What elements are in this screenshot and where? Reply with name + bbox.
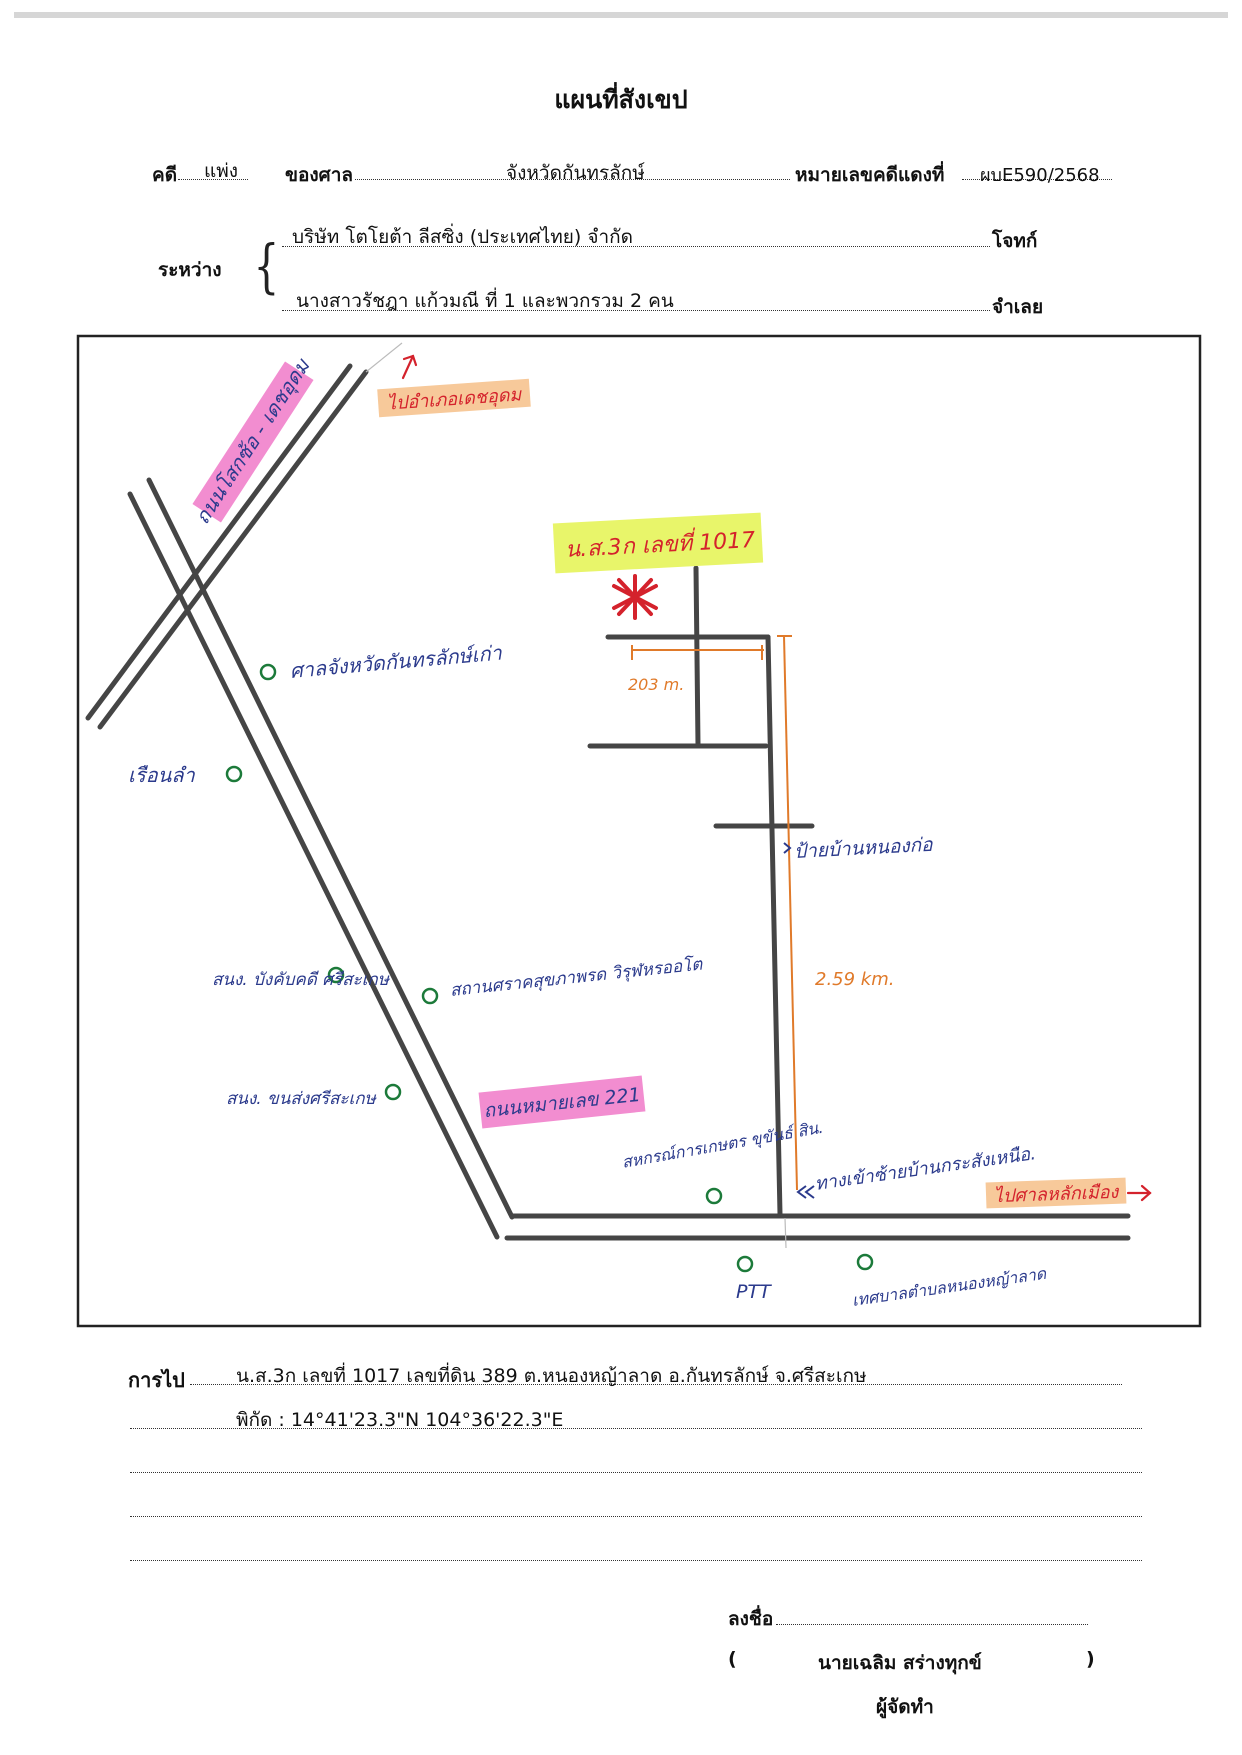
court-label: ของศาล (285, 164, 354, 186)
dotted-line (190, 1384, 1122, 1385)
dotted-line (178, 179, 248, 180)
between-label: ระหว่าง (158, 259, 222, 281)
highlight-road-1 (192, 361, 314, 523)
plaintiff-name: บริษัท โตโยต้า ลีสซิ่ง (ประเทศไทย) จำกัด (292, 226, 634, 248)
sign-label: ลงชื่อ (728, 1608, 774, 1630)
label-reuan-lam: เรือนลำ (128, 763, 196, 787)
directions-line-1: น.ส.3ก เลขที่ 1017 เลขที่ดิน 389 ต.หนองห… (236, 1365, 867, 1387)
highlight-to-east (985, 1177, 1127, 1209)
landmark-dot-icon (736, 1255, 754, 1273)
red-case-label: หมายเลขคดีแดงที่ (795, 164, 945, 186)
landmark-dots (225, 663, 874, 1273)
landmark-dot-icon (705, 1187, 723, 1205)
case-label: คดี (152, 164, 178, 186)
curly-brace: { (253, 232, 280, 300)
defendant-name: นางสาวรัชฎา แก้วมณี ที่ 1 และพวกรวม 2 คน (296, 290, 674, 312)
label-dist-long: 2.59 km. (815, 969, 894, 990)
landmark-dot-icon (327, 966, 345, 984)
arrow-north-icon (401, 354, 418, 380)
side-road (587, 565, 815, 1217)
open-paren: ( (728, 1648, 737, 1670)
highlight-land-title (552, 512, 764, 574)
red-case-number: ผบE590/2568 (980, 165, 1100, 186)
directions-line-2: พิกัด : 14°41'23.3"N 104°36'22.3"E (236, 1409, 564, 1431)
signer-role: ผู้จัดทำ (876, 1696, 934, 1718)
dotted-line (130, 1428, 1142, 1429)
dotted-line (282, 246, 990, 247)
road-east (504, 1213, 1131, 1241)
dotted-line (130, 1516, 1142, 1517)
signer-name: นายเฉลิม สร่างทุกข์ (818, 1652, 982, 1674)
dotted-line (130, 1472, 1142, 1473)
landmark-dot-icon (225, 765, 243, 783)
location-marker-icon (612, 574, 658, 620)
landmark-dot-icon (421, 987, 439, 1005)
road-1-thin-extension (365, 342, 403, 373)
scan-top-edge (14, 12, 1228, 18)
page-title: แผนที่สังเขป (554, 85, 688, 114)
road-221 (127, 477, 515, 1240)
distance-marks (631, 635, 798, 1191)
label-school-2: สนง. ขนส่งศรีสะเกษ (226, 1089, 378, 1109)
pen-tick-icon (783, 842, 815, 1199)
defendant-role: จำเลย (992, 296, 1044, 318)
dotted-line (962, 179, 1112, 180)
landmark-dot-icon (856, 1253, 874, 1271)
label-municipality: เทศบาลตำบลหนองหญ้าลาด (851, 1264, 1049, 1310)
highlight-to-north (377, 378, 531, 418)
label-dist-short: 203 m. (628, 675, 684, 694)
label-temple: สถานศราคสุขภาพรด วิรุฬหรออโต (449, 953, 704, 1000)
plaintiff-role: โจทก์ (992, 230, 1038, 252)
signature-line (776, 1624, 1088, 1625)
label-ptt: PTT (736, 1281, 772, 1303)
directions-label: การไป (128, 1368, 185, 1392)
label-school-1: สนง. บังคับคดี ศรีสะเกษ (212, 970, 391, 990)
dotted-line (282, 310, 990, 311)
thin-guide (784, 1217, 787, 1249)
arrow-east-icon (1126, 1184, 1152, 1202)
label-court-old: ศาลจังหวัดกันทรลักษ์เก่า (289, 640, 504, 682)
map-frame (76, 334, 1202, 1328)
label-coop: สหกรณ์การเกษตร ขุขันธ์ สิน. (620, 1118, 824, 1173)
landmark-dot-icon (384, 1083, 402, 1101)
case-type: แพ่ง (204, 160, 239, 182)
landmark-dot-icon (259, 663, 277, 681)
close-paren: ) (1086, 1648, 1095, 1670)
dotted-line (355, 179, 790, 180)
highlight-road-221 (478, 1075, 646, 1129)
dotted-line (130, 1560, 1142, 1561)
court-name: จังหวัดกันทรลักษ์ (506, 162, 645, 184)
road-1 (85, 363, 369, 730)
label-bus-stop: ป้ายบ้านหนองก่อ (793, 834, 934, 863)
label-to-east: ไปศาลหลักเมือง (993, 1181, 1119, 1207)
